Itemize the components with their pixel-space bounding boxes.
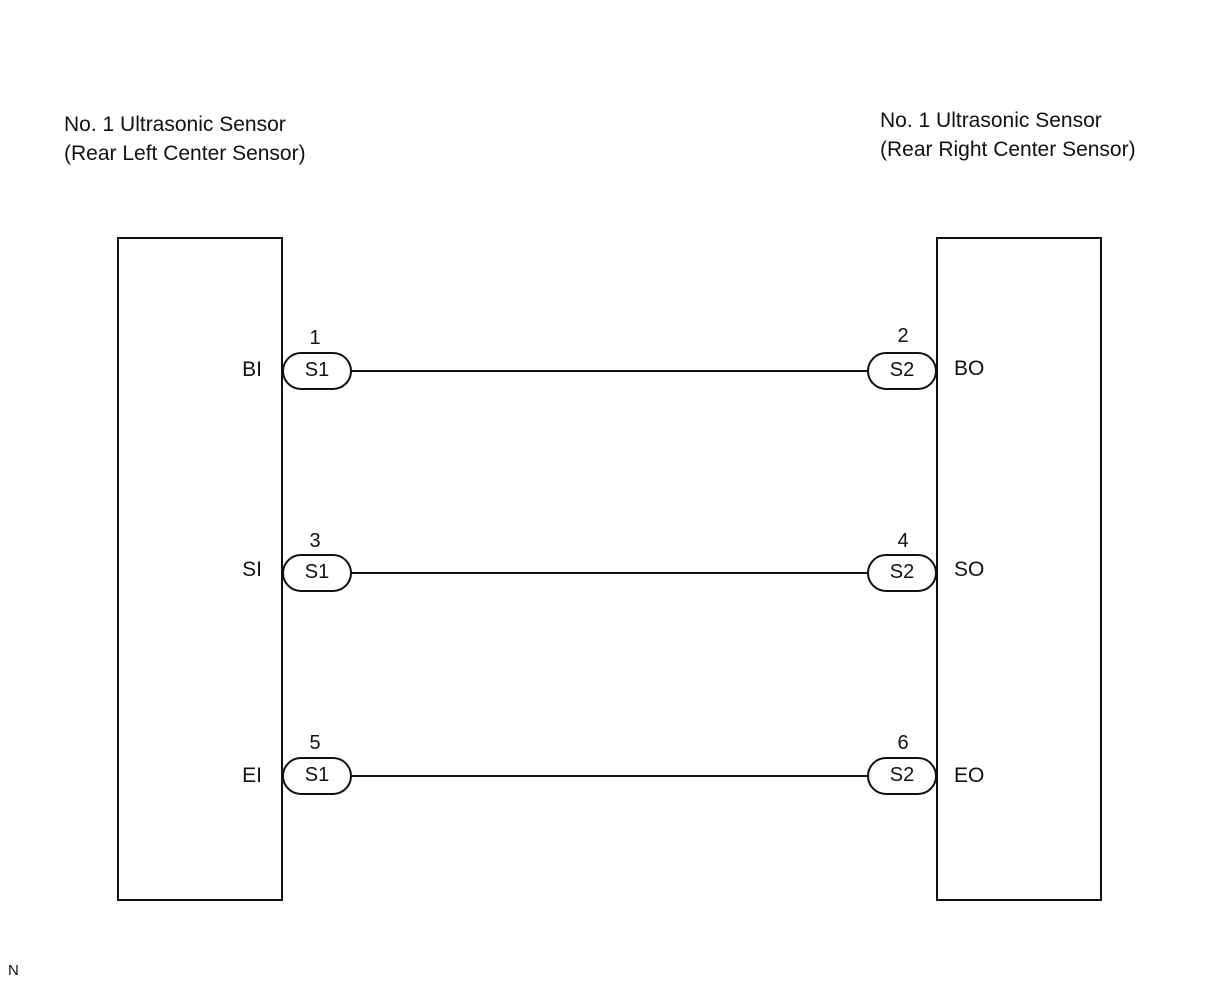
pin-number-5: 5 (309, 732, 321, 754)
pin-number-1: 1 (309, 327, 321, 349)
connector-s1-pin-5: S1 (282, 757, 352, 795)
pin-number-3: 3 (309, 530, 321, 552)
connector-s1-pin-1: S1 (282, 352, 352, 390)
right-sensor-title: No. 1 Ultrasonic Sensor (Rear Right Cent… (880, 106, 1136, 164)
connector-s1-pin-3: S1 (282, 554, 352, 592)
right-sensor-box (936, 237, 1102, 901)
connector-s2-pin-2: S2 (867, 352, 937, 390)
pin-number-4: 4 (897, 530, 909, 552)
pin-number-6: 6 (897, 732, 909, 754)
left-sensor-title: No. 1 Ultrasonic Sensor (Rear Left Cente… (64, 110, 306, 168)
terminal-label-bi: BI (242, 358, 262, 381)
terminal-label-ei: EI (242, 764, 262, 787)
wire-si-so (350, 572, 870, 574)
terminal-label-bo: BO (954, 357, 985, 380)
left-sensor-title-line2: (Rear Left Center Sensor) (64, 142, 306, 165)
left-sensor-title-line1: No. 1 Ultrasonic Sensor (64, 113, 286, 136)
footnote-label: N (8, 962, 19, 979)
pin-number-2: 2 (897, 325, 909, 347)
terminal-label-eo: EO (954, 764, 985, 787)
left-sensor-box (117, 237, 283, 901)
wire-ei-eo (350, 775, 870, 777)
wire-bi-bo (350, 370, 870, 372)
terminal-label-si: SI (242, 558, 262, 581)
connector-s2-pin-6: S2 (867, 757, 937, 795)
terminal-label-so: SO (954, 558, 985, 581)
right-sensor-title-line2: (Rear Right Center Sensor) (880, 138, 1136, 161)
right-sensor-title-line1: No. 1 Ultrasonic Sensor (880, 109, 1102, 132)
connector-s2-pin-4: S2 (867, 554, 937, 592)
